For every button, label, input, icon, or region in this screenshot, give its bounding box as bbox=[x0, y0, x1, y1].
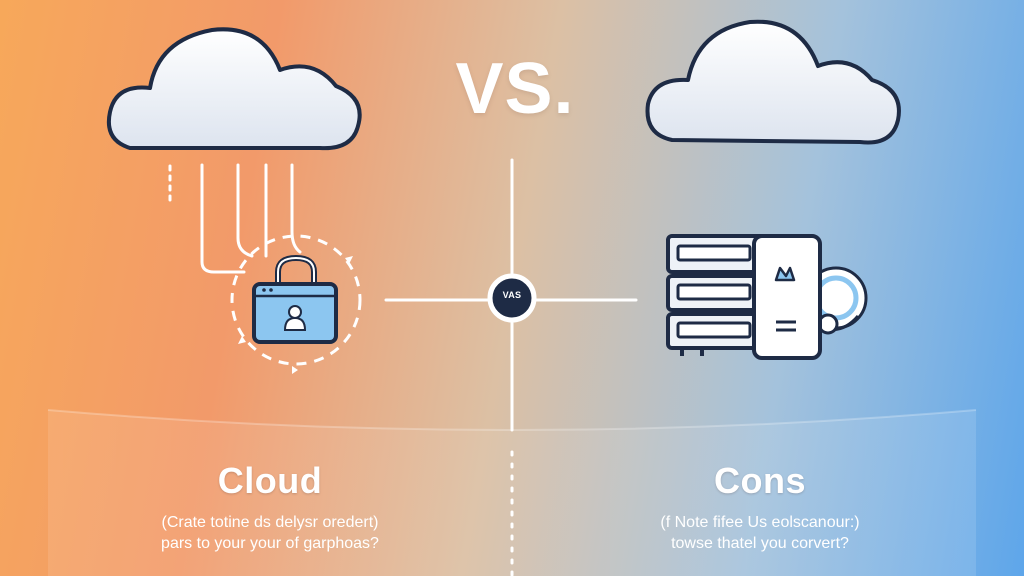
cloud-icon bbox=[107, 27, 362, 151]
cloud-icon-right bbox=[645, 19, 901, 145]
right-caption-line-1: (f Note fifee Us eolscanour:) bbox=[660, 514, 860, 531]
right-caption-line-2: towse thatel you corvert? bbox=[671, 535, 849, 552]
padlock-icon bbox=[252, 254, 338, 344]
left-caption: (Crate totine ds delysr oredert) pars to… bbox=[90, 512, 450, 554]
right-heading: Cons bbox=[714, 460, 806, 501]
right-caption: (f Note fifee Us eolscanour:) towse that… bbox=[580, 512, 940, 554]
cloud-connector-lines bbox=[168, 163, 302, 274]
vs-title: VS. bbox=[455, 49, 575, 129]
padlock-ring bbox=[230, 234, 362, 366]
left-caption-line-2: pars to your your of garphoas? bbox=[161, 535, 379, 552]
left-caption-line-1: (Crate totine ds delysr oredert) bbox=[161, 514, 379, 531]
left-heading: Cloud bbox=[217, 460, 323, 501]
center-badge-label: VAS bbox=[502, 290, 522, 300]
center-badge bbox=[487, 273, 537, 323]
bottom-panel bbox=[48, 410, 976, 576]
server-rack-icon bbox=[666, 234, 822, 360]
